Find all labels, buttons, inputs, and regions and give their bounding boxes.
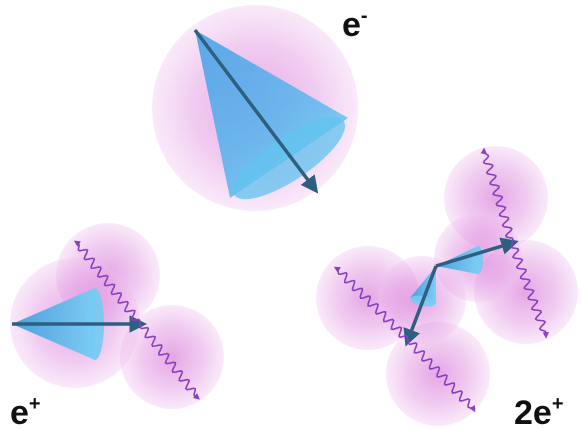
- dp-photon-up-icon: [480, 147, 514, 244]
- positron-label-base: e: [10, 394, 29, 430]
- dp-photon-bottom-icon: [407, 339, 476, 413]
- dp-spin-arrow-right: [435, 237, 519, 268]
- positron-photon-down-icon: [139, 323, 200, 400]
- positron-photon-up-icon: [73, 240, 141, 325]
- double-positron-group: [316, 146, 578, 426]
- double-positron-label-sup: +: [552, 393, 564, 415]
- electron-cone-icon: [195, 30, 348, 200]
- electron-label-base: e: [342, 6, 361, 44]
- dp-photon-right-icon: [510, 242, 549, 339]
- electron-label: e-: [342, 5, 368, 44]
- electron-group: [152, 5, 358, 211]
- electron-label-sup: -: [361, 5, 368, 27]
- double-positron-label-base: 2e: [514, 394, 552, 430]
- electron-spin-arrow: [193, 28, 319, 194]
- positron-group: [10, 223, 224, 409]
- positron-label: e+: [10, 393, 41, 430]
- double-positron-label: 2e+: [514, 393, 564, 430]
- dp-photon-left-icon: [333, 266, 409, 341]
- positron-label-sup: +: [29, 393, 41, 415]
- dp-spin-arrow-down: [403, 265, 438, 347]
